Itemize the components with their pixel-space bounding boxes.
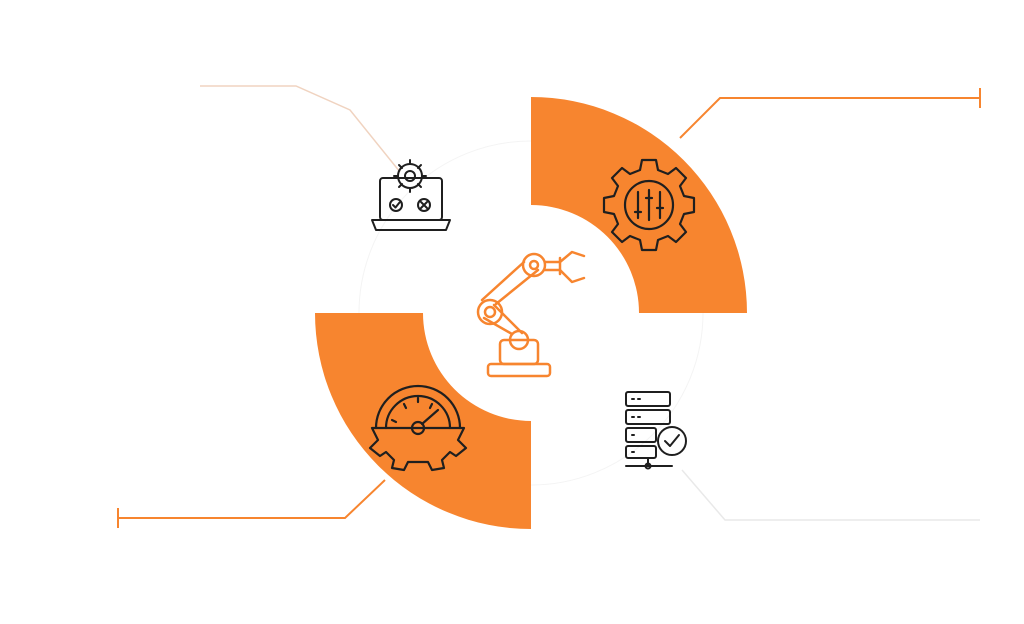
list-item: Bewegungsoptimierung: [124, 551, 380, 578]
list-item: PLC/HMI-Kommunikation: [734, 134, 990, 161]
list-item: Zykluszeitoptimierung: [124, 524, 380, 551]
list-item: Taktzeitoptimierung: [64, 170, 360, 197]
list-item: Fehlerbehandlung: [64, 197, 360, 224]
list-item: Bedienerschulung: [724, 578, 990, 605]
section-title: Logik: [114, 66, 155, 83]
list-item: Diagnosewerkzeuge: [734, 161, 990, 188]
robot-arm-icon: [476, 250, 586, 378]
laptop-gear-checklist-icon: [371, 159, 451, 231]
list-item: Sicherheitskonzept: [64, 116, 360, 143]
list-item: Handbetrieb: [64, 224, 360, 251]
list-item: Dokumentationserstellung: [724, 524, 990, 551]
gear-sliders-icon: [602, 158, 696, 252]
bottom-left-segment: [315, 313, 531, 529]
section-optimierung: Optimierung Zykluszeitoptimierung Bewegu…: [120, 495, 380, 578]
connector-bottom-right: [681, 469, 980, 521]
section-title: Optimierung: [148, 495, 240, 512]
section-title: Aufbau: [790, 80, 843, 97]
list-item: Funktionstest: [724, 551, 990, 578]
connector-top-left: [200, 85, 401, 173]
list-item: Statusanzeige: [64, 278, 360, 305]
connector-top-right: [679, 88, 981, 139]
list-item: Ablaufsteuerung: [64, 89, 360, 116]
server-check-icon: [625, 391, 687, 470]
section-logik: Logik Ablaufsteuerung Sicherheitskonzept…: [60, 66, 360, 305]
list-item: Steuerung verbinden: [734, 107, 990, 134]
connector-bottom-left: [117, 479, 386, 528]
list-item: Automatikbetrieb: [64, 251, 360, 278]
gauge-gear-icon: [368, 384, 468, 472]
section-aufbau: Aufbau Steuerung verbinden PLC/HMI-Kommu…: [730, 80, 990, 188]
section-inbetriebnahme: Inbetriebnahme / Übergabe Dokumentations…: [720, 493, 990, 605]
list-item: Schrittkette: [64, 143, 360, 170]
section-title: Inbetriebnahme / Übergabe: [730, 493, 929, 510]
